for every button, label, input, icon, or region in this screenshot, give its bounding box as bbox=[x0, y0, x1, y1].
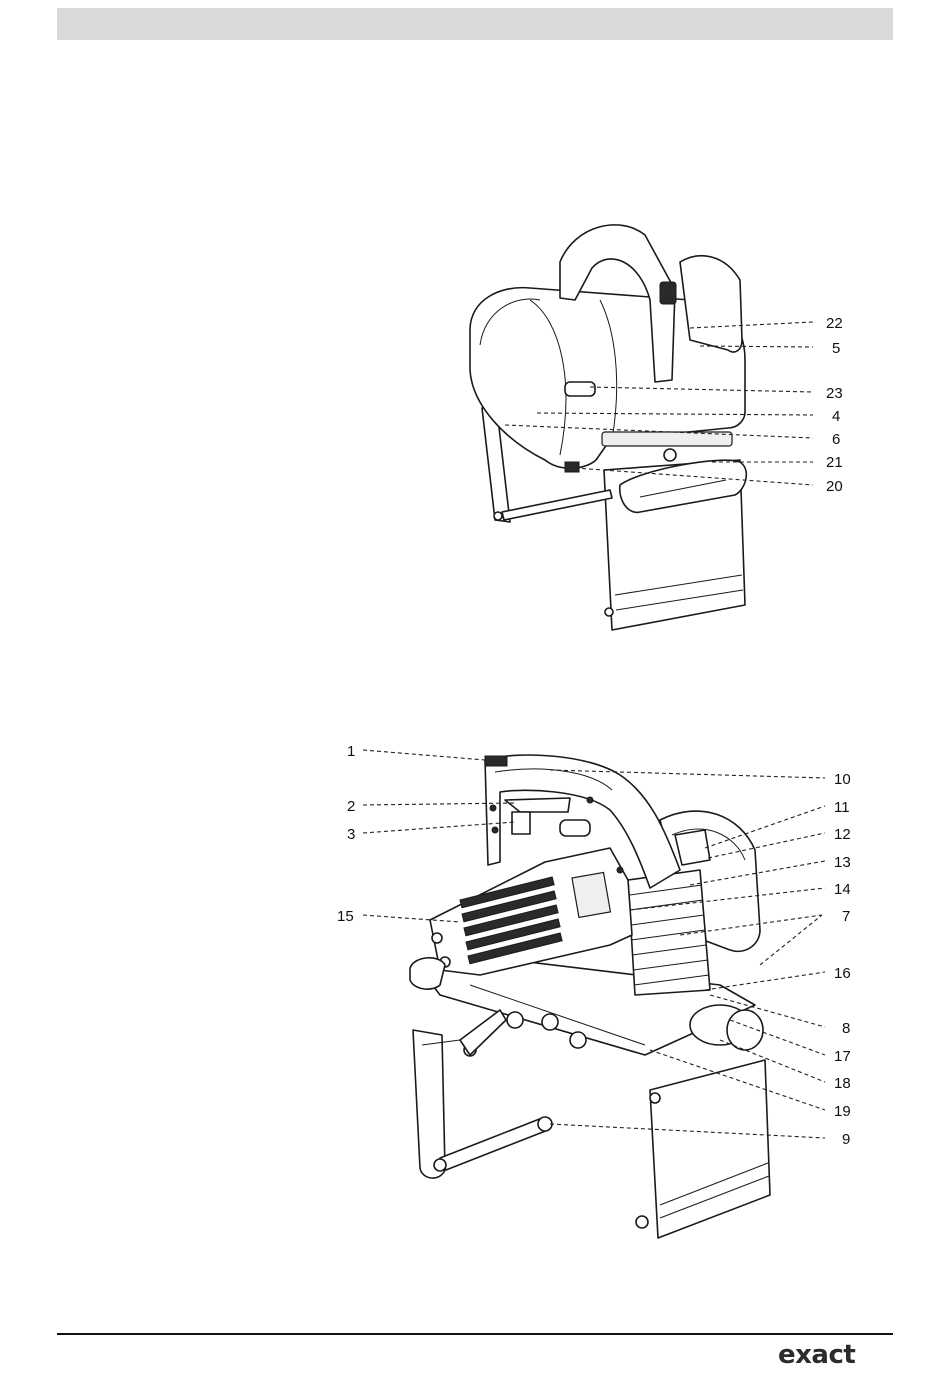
callout-18: 18 bbox=[834, 1075, 851, 1092]
callout-9: 9 bbox=[842, 1131, 850, 1148]
callout-13: 13 bbox=[834, 854, 851, 871]
callout-22: 22 bbox=[826, 315, 843, 332]
bottom-rod bbox=[440, 1118, 548, 1170]
lock-button bbox=[512, 812, 530, 834]
callout-15: 15 bbox=[337, 908, 354, 925]
callout-5: 5 bbox=[832, 340, 840, 357]
bottom-machine-illustration bbox=[410, 755, 770, 1238]
callout-1: 1 bbox=[347, 743, 355, 760]
bottom-right-plate bbox=[650, 1060, 770, 1238]
brand-logo: exact bbox=[778, 1340, 855, 1370]
callout-20: 20 bbox=[826, 478, 843, 495]
bottom-left-leg bbox=[413, 1030, 445, 1178]
callout-11: 11 bbox=[834, 799, 850, 816]
trigger bbox=[505, 798, 570, 812]
callout-23: 23 bbox=[826, 385, 843, 402]
callout-6: 6 bbox=[832, 431, 840, 448]
callout-16: 16 bbox=[834, 965, 851, 982]
callout-10: 10 bbox=[834, 771, 851, 788]
callout-4: 4 bbox=[832, 408, 840, 425]
callout-14: 14 bbox=[834, 881, 851, 898]
bottom-callouts-left: 1 2 3 15 bbox=[337, 743, 355, 925]
top-machine-illustration bbox=[470, 225, 746, 630]
callout-8: 8 bbox=[842, 1020, 850, 1037]
callout-7: 7 bbox=[842, 908, 850, 925]
callout-21: 21 bbox=[826, 454, 843, 471]
top-callouts: 22 5 23 4 6 21 20 bbox=[826, 315, 843, 495]
callout-12: 12 bbox=[834, 826, 851, 843]
footer-rule bbox=[57, 1333, 893, 1335]
callout-19: 19 bbox=[834, 1103, 851, 1120]
bottom-callouts-right: 10 11 12 13 14 7 16 8 17 18 19 9 bbox=[834, 771, 851, 1148]
callout-17: 17 bbox=[834, 1048, 851, 1065]
callout-3: 3 bbox=[347, 826, 355, 843]
callout-2: 2 bbox=[347, 798, 355, 815]
